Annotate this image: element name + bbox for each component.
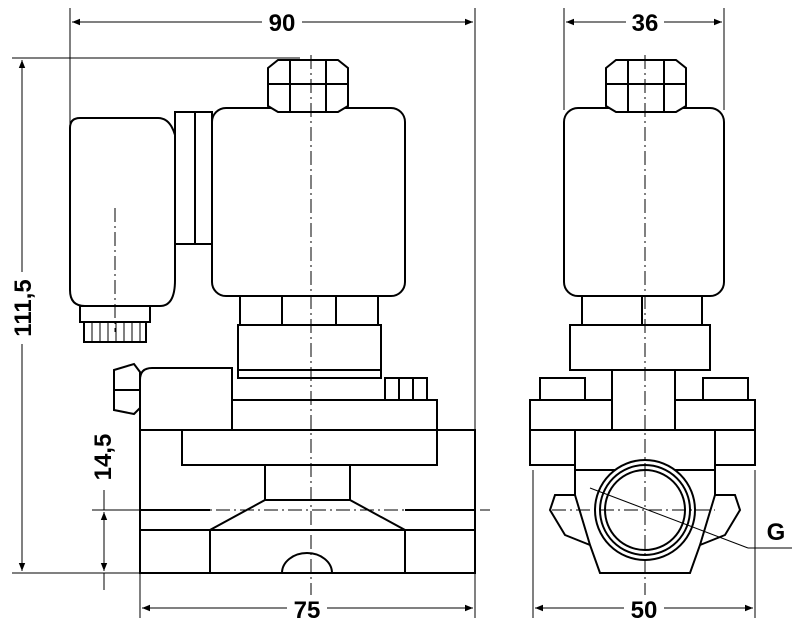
side-stem-base [569, 324, 711, 371]
dim-14-5-label: 14,5 [90, 434, 117, 481]
front-top-nut [267, 59, 349, 113]
front-flow-channel [209, 499, 406, 573]
front-coil [211, 107, 406, 297]
front-pilot-housing [139, 367, 233, 431]
thread-g-label: G [767, 519, 786, 546]
front-connector-plug [69, 117, 176, 307]
thread-leader-line [589, 487, 749, 549]
side-bolt-left [539, 377, 586, 401]
dim-75-label: 75 [294, 597, 321, 624]
front-bolt-right [384, 377, 428, 401]
front-terminal-block [174, 111, 213, 245]
side-bolt-right [702, 377, 749, 401]
side-coil [563, 107, 725, 297]
dim-36-label: 36 [632, 10, 659, 37]
dimension-lines [12, 8, 756, 618]
front-view [69, 55, 490, 610]
dim-111-5-label: 111,5 [10, 279, 37, 336]
side-top-nut [605, 59, 687, 113]
dim-50-label: 50 [631, 597, 658, 624]
side-view [529, 55, 792, 610]
front-gland-knurl [91, 322, 141, 342]
dim-90-label: 90 [269, 10, 296, 37]
side-center-boss [611, 369, 676, 431]
front-stem-nut [239, 295, 379, 326]
front-drain-notch [281, 552, 333, 574]
